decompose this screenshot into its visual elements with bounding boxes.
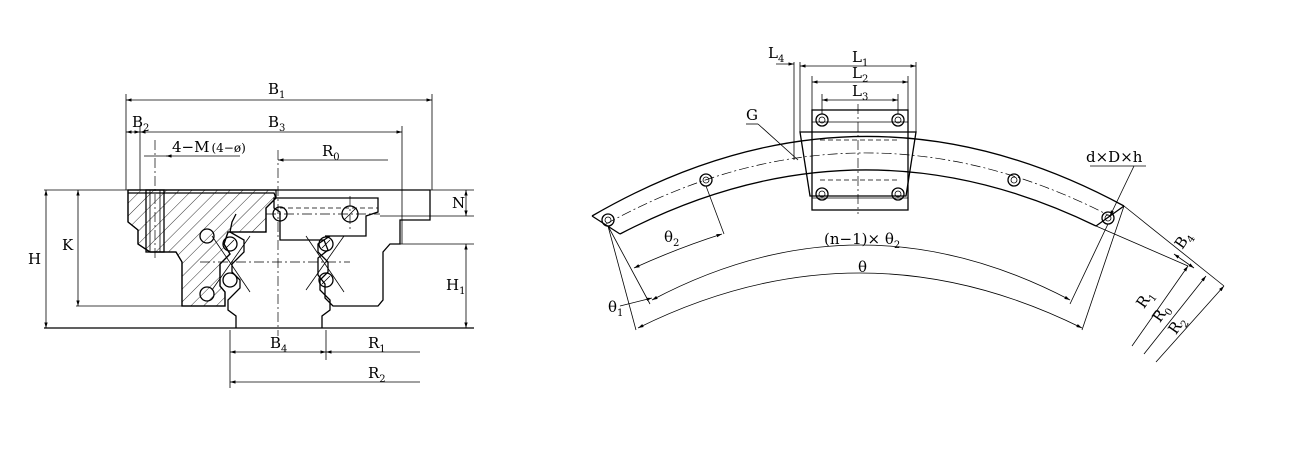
rail-hole — [1007, 173, 1021, 187]
label-b4: B4 — [270, 334, 287, 355]
ball — [222, 272, 238, 288]
rail-pitch-arc — [605, 152, 1111, 225]
label-arc-b4: B4 — [1171, 228, 1198, 254]
label-l2: L2 — [852, 64, 868, 85]
rail-hole — [601, 213, 615, 227]
ddh-leader — [1109, 165, 1135, 217]
block-hole — [815, 187, 829, 201]
label-h: H — [28, 250, 41, 268]
dim-theta1 — [619, 297, 653, 307]
ball — [199, 228, 215, 244]
ball — [318, 272, 334, 288]
label-b1: B1 — [268, 80, 285, 101]
hatched-body — [127, 189, 277, 307]
ball — [318, 236, 334, 252]
arc-carriage-top — [811, 109, 909, 211]
g-leader — [757, 123, 799, 161]
label-l1: L1 — [852, 48, 868, 69]
label-l3: L3 — [852, 82, 868, 103]
label-theta2: θ2 — [664, 228, 679, 249]
dim-arc-b4 — [1173, 253, 1195, 269]
label-b2: B2 — [132, 113, 149, 134]
label-l4: L4 — [768, 44, 784, 65]
label-dxdxh: d×D×h — [1086, 148, 1143, 166]
ball — [222, 236, 238, 252]
label-b3: B3 — [268, 113, 285, 134]
label-r0: R0 — [322, 142, 340, 163]
label-theta: θ — [858, 258, 867, 276]
label-n: N — [452, 194, 465, 212]
rail-inner-arc — [619, 169, 1097, 235]
dim-arc-r1 — [1131, 265, 1189, 347]
block-hole — [891, 113, 905, 127]
label-theta1: θ1 — [608, 298, 623, 319]
arc-rail-view: L1 L2 L3 L4 G d×D×h θ2 (n−1)× θ2 θ — [591, 44, 1225, 363]
dim-arc-r0 — [1143, 275, 1207, 355]
dim-arc-r2 — [1155, 285, 1225, 363]
label-g: G — [746, 106, 758, 124]
label-4-m: 4−M(4−ø) — [172, 138, 246, 156]
label-n1-theta2: (n−1)× θ2 — [824, 230, 900, 251]
label-k: K — [62, 236, 74, 254]
arc-carriage-block — [799, 131, 917, 197]
ball — [199, 286, 215, 302]
dim-theta — [637, 272, 1083, 329]
dim-n1-theta2 — [651, 244, 1071, 301]
cross-section-view: B1 B2 B3 4−M(4−ø) R0 N H1 H K B4 R1 — [28, 80, 474, 388]
dim-theta2 — [633, 233, 723, 269]
rail-outline — [227, 213, 331, 328]
label-h1: H1 — [446, 276, 465, 297]
block-hole — [891, 187, 905, 201]
label-r2: R2 — [368, 364, 386, 385]
label-r1: R1 — [368, 334, 386, 355]
block-hole — [815, 113, 829, 127]
